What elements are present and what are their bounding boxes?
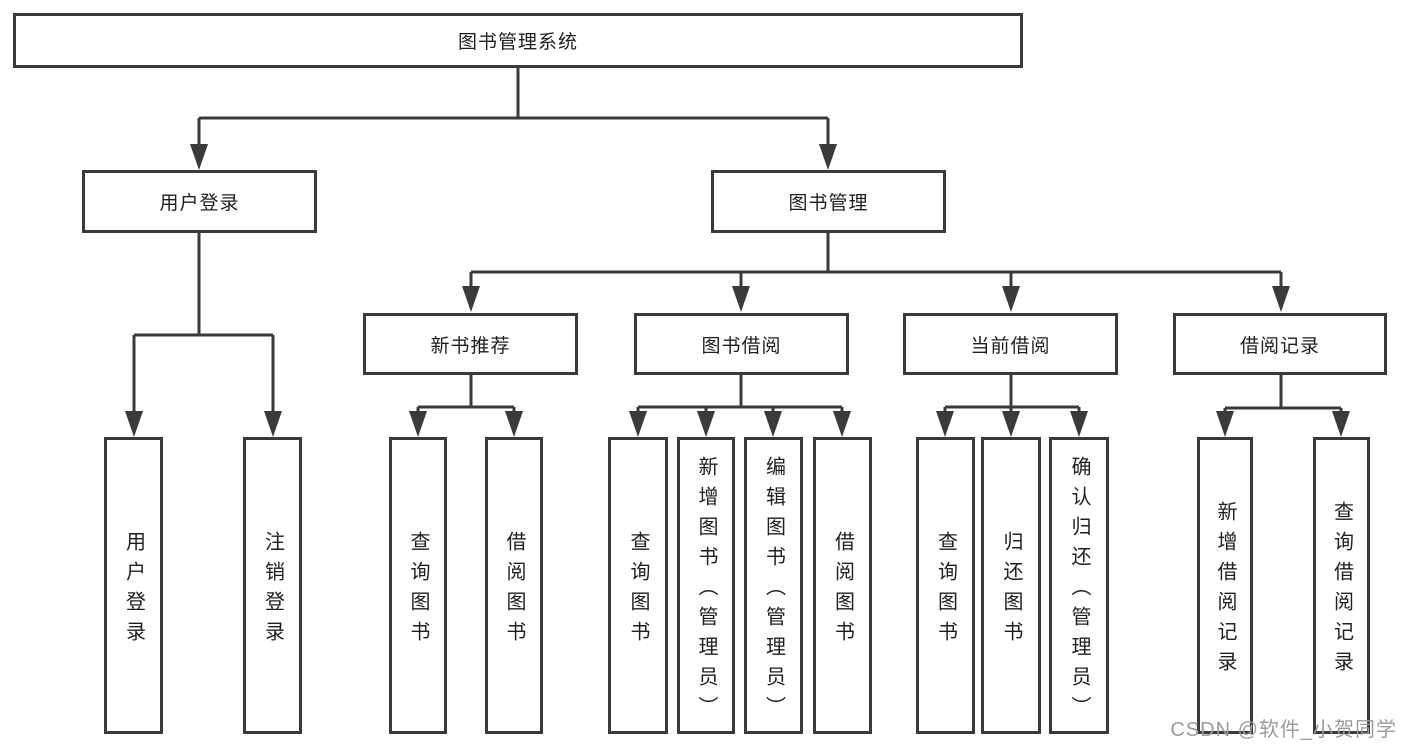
node-label: 当前借阅 bbox=[970, 335, 1051, 357]
node-label: 查询借阅记录 bbox=[1330, 500, 1353, 681]
leaf-add-borrow-record: 新增借阅记录 bbox=[1197, 437, 1253, 734]
csdn-watermark: CSDN @软件_小贺同学 bbox=[1170, 719, 1397, 741]
node-label: 编辑图书（管理员） bbox=[762, 455, 785, 726]
leaf-recommend-borrow-books: 借阅图书 bbox=[485, 437, 543, 734]
node-label: 归还图书 bbox=[1000, 530, 1022, 651]
node-label: 新增借阅记录 bbox=[1214, 500, 1236, 681]
leaf-query-borrow-record: 查询借阅记录 bbox=[1313, 437, 1370, 734]
node-label: 用户登录 bbox=[122, 530, 145, 651]
node-label: 用户登录 bbox=[159, 193, 240, 214]
leaf-confirm-return-admin: 确认归还（管理员） bbox=[1049, 437, 1109, 734]
node-label: 新增图书（管理员） bbox=[695, 455, 717, 726]
leaf-user-login: 用户登录 bbox=[104, 437, 163, 734]
node-label: 查询图书 bbox=[934, 530, 957, 651]
node-borrow-records: 借阅记录 bbox=[1173, 313, 1387, 375]
node-label: 注销登录 bbox=[261, 530, 284, 651]
node-current-borrow: 当前借阅 bbox=[903, 313, 1118, 375]
node-label: 借阅图书 bbox=[831, 530, 854, 651]
leaf-add-books-admin: 新增图书（管理员） bbox=[677, 437, 735, 734]
leaf-borrow-query-books: 查询图书 bbox=[608, 437, 668, 734]
node-label: 新书推荐 bbox=[430, 335, 511, 357]
node-label: 查询图书 bbox=[627, 530, 649, 651]
leaf-recommend-query-books: 查询图书 bbox=[389, 437, 447, 734]
leaf-borrow-books: 借阅图书 bbox=[813, 437, 872, 734]
node-label: 图书管理 bbox=[788, 193, 869, 214]
leaf-return-books: 归还图书 bbox=[981, 437, 1041, 734]
node-new-book-recommend: 新书推荐 bbox=[363, 313, 578, 375]
node-label: 图书管理系统 bbox=[457, 32, 578, 53]
leaf-current-query-books: 查询图书 bbox=[916, 437, 975, 734]
node-user-login: 用户登录 bbox=[82, 170, 317, 233]
leaf-logout: 注销登录 bbox=[243, 437, 302, 734]
node-library-system: 图书管理系统 bbox=[13, 13, 1023, 68]
leaf-edit-books-admin: 编辑图书（管理员） bbox=[744, 437, 803, 734]
node-book-borrow: 图书借阅 bbox=[634, 313, 849, 375]
node-book-management: 图书管理 bbox=[711, 170, 946, 233]
node-label: 确认归还（管理员） bbox=[1068, 455, 1090, 726]
node-label: 查询图书 bbox=[407, 530, 429, 651]
node-label: 借阅图书 bbox=[503, 530, 525, 651]
node-label: 借阅记录 bbox=[1239, 335, 1320, 357]
node-label: 图书借阅 bbox=[701, 335, 782, 357]
